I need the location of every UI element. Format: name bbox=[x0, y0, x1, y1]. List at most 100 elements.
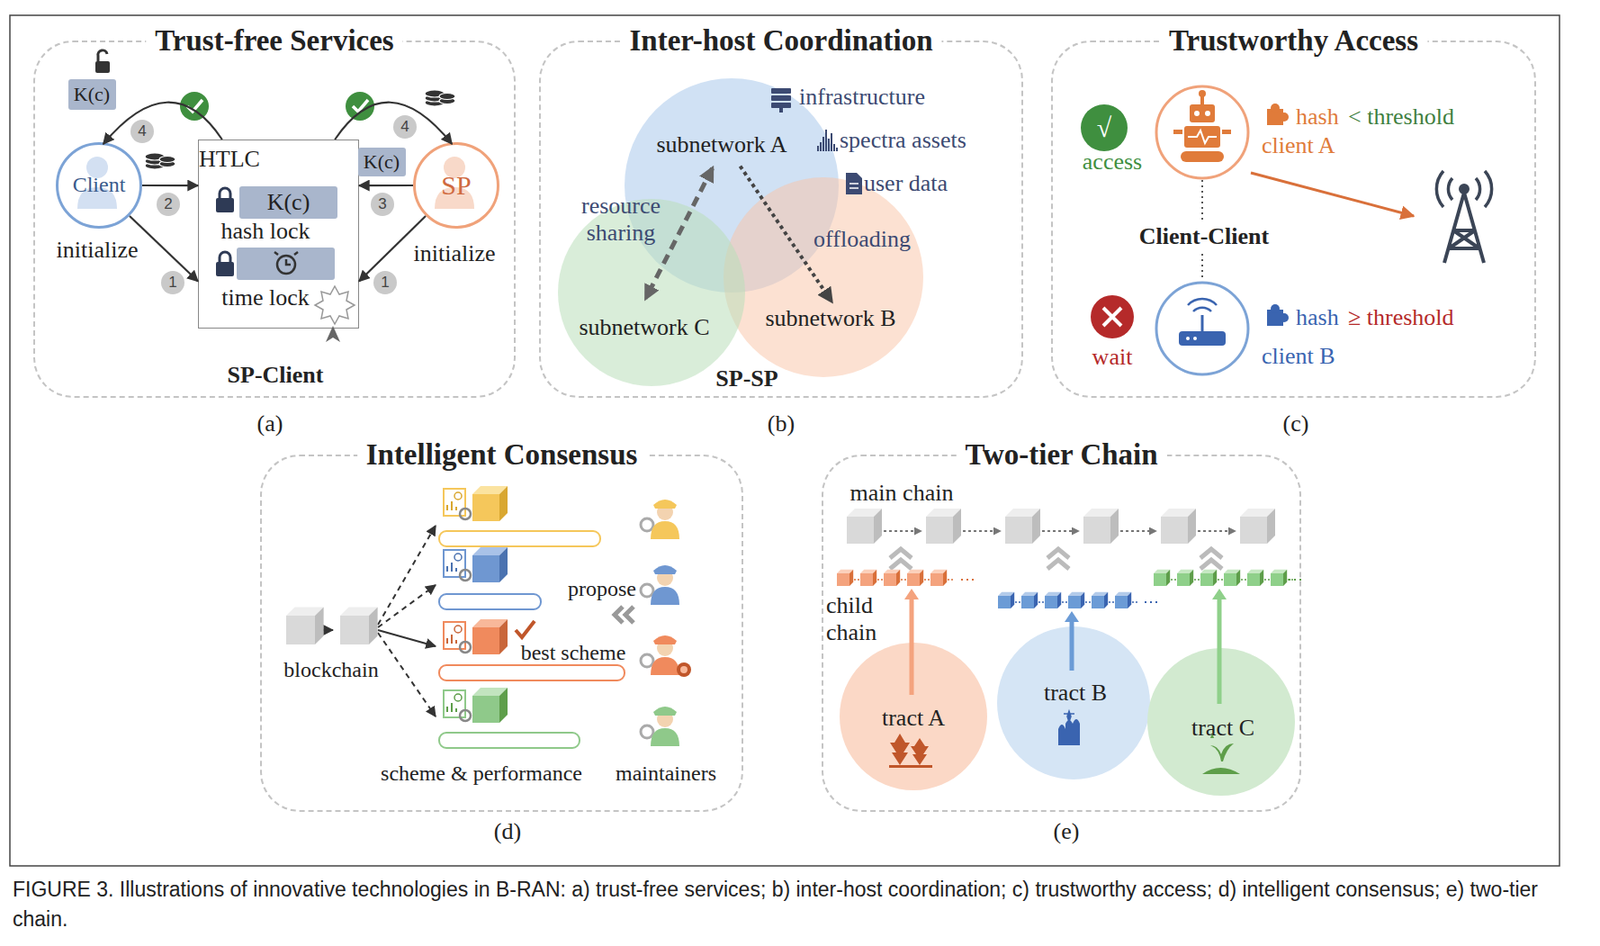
clock-icon bbox=[277, 255, 296, 274]
scheme-icon bbox=[454, 625, 462, 633]
maintainer-icon bbox=[650, 656, 680, 675]
block-cube bbox=[930, 573, 944, 586]
router-client bbox=[1156, 282, 1249, 375]
chain-link bbox=[924, 578, 930, 581]
server-icon bbox=[771, 95, 792, 101]
robot-client bbox=[1180, 151, 1224, 162]
panel-letter: (e) bbox=[1053, 817, 1080, 845]
block-cube bbox=[883, 569, 900, 574]
medal-icon bbox=[676, 662, 692, 677]
block-cube bbox=[472, 547, 508, 556]
node-label: Client bbox=[72, 172, 126, 198]
up-chevron bbox=[1200, 548, 1223, 569]
node-label: tract C bbox=[1191, 714, 1255, 742]
maintainer-icon bbox=[640, 518, 654, 531]
node-label: K(c) bbox=[267, 188, 311, 216]
block-cube bbox=[1153, 573, 1167, 586]
block-cube bbox=[1044, 592, 1061, 609]
panel: Two-tier Chaintract Atract Btract C bbox=[821, 454, 1302, 812]
client-circle: Client bbox=[55, 142, 143, 229]
up-chevron bbox=[889, 548, 912, 569]
router-client bbox=[1156, 282, 1249, 375]
block-cube bbox=[1267, 508, 1276, 544]
puzzle-icon bbox=[1270, 103, 1280, 113]
node-label: SP bbox=[440, 170, 471, 202]
block-cube bbox=[930, 569, 947, 574]
chain-link bbox=[1288, 578, 1302, 581]
node-label: HTLC bbox=[198, 145, 261, 173]
block-cube bbox=[860, 569, 877, 574]
seal-badge bbox=[314, 286, 355, 324]
router-client bbox=[1187, 298, 1217, 312]
block-cube bbox=[1270, 569, 1287, 586]
text-label: client B bbox=[1261, 342, 1336, 370]
block-cube bbox=[846, 516, 874, 544]
block-cube bbox=[1223, 573, 1237, 586]
block-cube bbox=[925, 516, 953, 544]
text-label: blockchain bbox=[283, 657, 378, 684]
robot-client bbox=[1222, 129, 1232, 135]
block-cube bbox=[472, 547, 508, 583]
check-icon bbox=[179, 91, 209, 121]
chain-link bbox=[1170, 578, 1177, 581]
scheme-icon bbox=[454, 693, 462, 702]
document-icon bbox=[849, 183, 859, 189]
puzzle-icon bbox=[1267, 309, 1284, 326]
tract-circle: tract C bbox=[1147, 647, 1295, 796]
wait-badge bbox=[1090, 295, 1134, 339]
chain-link bbox=[1108, 601, 1115, 603]
maintainer-icon bbox=[653, 706, 677, 716]
coins-icon bbox=[144, 161, 165, 170]
block-cube bbox=[1247, 569, 1264, 574]
seal-badge bbox=[314, 286, 355, 342]
text-label: scheme & performance bbox=[380, 761, 583, 787]
block-cube bbox=[340, 615, 369, 645]
block-cube bbox=[1200, 569, 1217, 574]
maintainer-icon bbox=[640, 706, 680, 747]
block-cube bbox=[1240, 508, 1276, 517]
robot-client bbox=[1200, 95, 1205, 105]
scheme-icon bbox=[443, 621, 466, 649]
tract-circle: tract B bbox=[997, 626, 1151, 780]
block-cube bbox=[340, 606, 378, 616]
robot-client bbox=[1198, 89, 1206, 98]
block-cube bbox=[872, 569, 877, 586]
callout-number: 4 bbox=[393, 115, 417, 139]
block-cube bbox=[1166, 569, 1170, 586]
base-station bbox=[1444, 192, 1484, 263]
coins-icon bbox=[424, 89, 445, 98]
block-cube bbox=[883, 569, 900, 586]
text-label: infrastructure bbox=[799, 83, 926, 111]
tree-icon bbox=[889, 764, 933, 768]
block-cube bbox=[846, 508, 882, 517]
text-label: √ bbox=[1096, 112, 1112, 144]
medal-icon bbox=[676, 662, 692, 677]
scheme-bar bbox=[439, 665, 625, 681]
text-label: main chain bbox=[850, 479, 954, 507]
coins-icon bbox=[424, 98, 445, 107]
block-cube bbox=[1114, 595, 1128, 609]
scheme-icon bbox=[459, 508, 471, 520]
text-label: Client-Client bbox=[1139, 223, 1269, 251]
block-cube bbox=[368, 606, 378, 645]
callout-number: 1 bbox=[373, 270, 397, 295]
block-cube bbox=[340, 606, 378, 645]
block-cube bbox=[907, 569, 924, 574]
check-icon bbox=[345, 91, 375, 121]
figure-caption: FIGURE 3. Illustrations of innovative te… bbox=[12, 874, 1561, 934]
scheme-bar bbox=[439, 732, 580, 748]
block-cube bbox=[1187, 508, 1196, 544]
block-cube bbox=[907, 573, 920, 586]
lock-icon bbox=[219, 251, 231, 262]
maintainer-icon bbox=[650, 728, 680, 747]
text-label: propose bbox=[567, 576, 637, 603]
block-cube bbox=[1021, 595, 1034, 609]
text-label: client A bbox=[1261, 132, 1336, 160]
scheme-icon bbox=[459, 569, 471, 581]
router-client bbox=[1178, 331, 1226, 346]
scheme-icon bbox=[447, 501, 457, 511]
connector bbox=[334, 102, 452, 144]
block-cube bbox=[907, 569, 924, 586]
block-cube bbox=[846, 508, 882, 544]
